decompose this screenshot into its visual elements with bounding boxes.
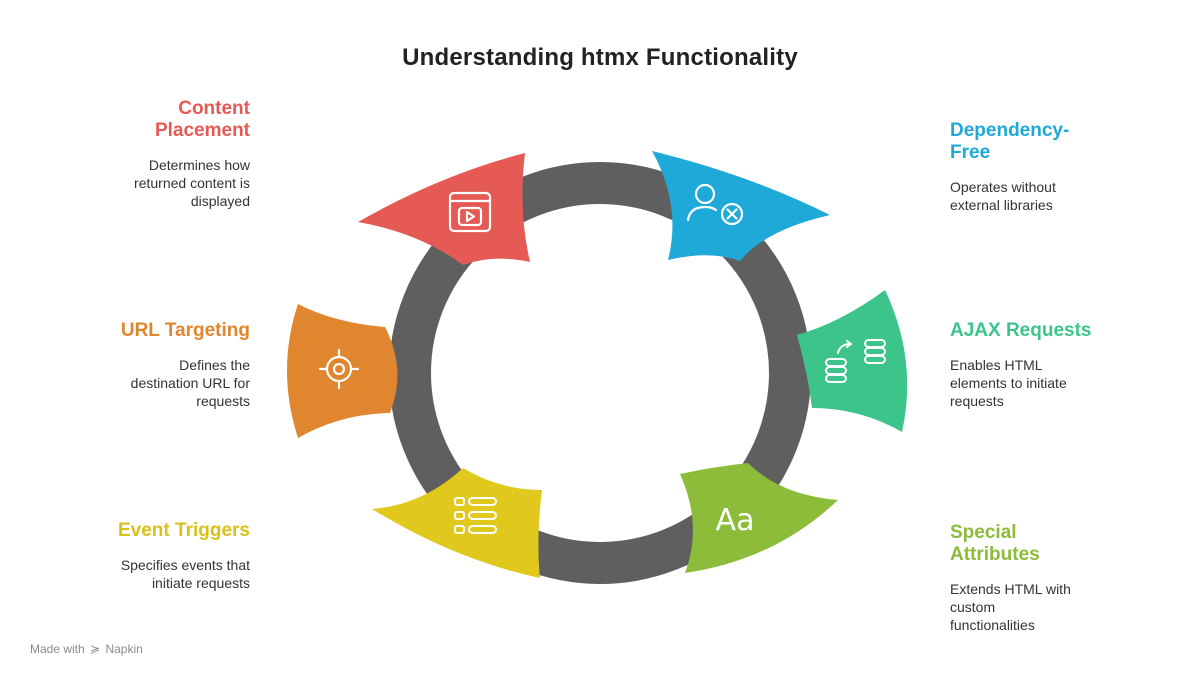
event-triggers-title: Event Triggers (118, 520, 250, 541)
user-x-icon (686, 183, 744, 226)
dependency-free-title: Dependency- Free (950, 120, 1070, 163)
segment-dependency-free (652, 151, 830, 261)
list-icon (454, 497, 497, 534)
event-triggers-description: Specifies events that initiate requests (120, 557, 250, 591)
label-special-attributes: Special Attributes Extends HTML with cus… (950, 522, 1150, 634)
target-icon (318, 348, 360, 390)
label-url-targeting: URL Targeting Defines the destination UR… (50, 320, 250, 410)
page-title: Understanding htmx Functionality (402, 44, 798, 71)
ajax-requests-description: Enables HTML elements to initiate reques… (950, 357, 1067, 409)
book-play-icon (448, 191, 492, 233)
label-content-placement: Content Placement Determines how returne… (50, 98, 250, 210)
typography-icon: Aa (716, 503, 755, 538)
dependency-free-description: Operates without external libraries (950, 179, 1056, 213)
label-event-triggers: Event Triggers Specifies events that ini… (50, 520, 250, 592)
content-placement-description: Determines how returned content is displ… (134, 157, 250, 209)
segment-content-placement (358, 153, 530, 265)
special-attributes-title: Special Attributes (950, 522, 1040, 565)
ajax-requests-title: AJAX Requests (950, 320, 1092, 341)
made-with-napkin[interactable]: Made with ≽ Napkin (30, 642, 143, 656)
database-transfer-icon (825, 339, 886, 383)
segment-url-targeting (287, 304, 398, 438)
content-placement-title: Content Placement (154, 98, 250, 141)
label-ajax-requests: AJAX Requests Enables HTML elements to i… (950, 320, 1150, 410)
napkin-logo-icon: ≽ (90, 642, 101, 656)
url-targeting-description: Defines the destination URL for requests (130, 357, 250, 409)
segment-ajax-requests (797, 290, 908, 432)
label-dependency-free: Dependency- Free Operates without extern… (950, 120, 1150, 214)
segment-event-triggers (372, 468, 542, 578)
cycle-ring (389, 162, 811, 584)
segment-special-attributes: Aa (680, 463, 838, 573)
special-attributes-description: Extends HTML with custom functionalities (950, 581, 1071, 633)
url-targeting-title: URL Targeting (120, 320, 250, 341)
